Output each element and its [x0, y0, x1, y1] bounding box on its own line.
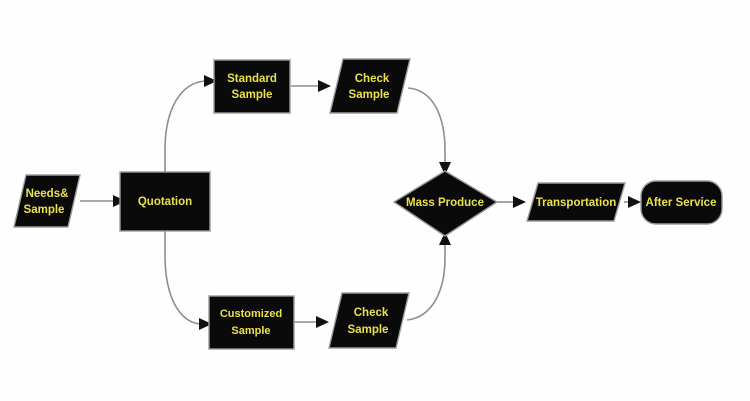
- check-sample-top-label-line2: Sample: [349, 89, 390, 101]
- customized-sample-label-line1: Customized: [220, 308, 282, 320]
- mass-produce-label: Mass Produce: [406, 197, 484, 209]
- edge-check-top-to-mass-produce: [407, 87, 451, 175]
- customized-sample-shape: [208, 295, 295, 350]
- transportation-label: Transportation: [536, 197, 617, 209]
- edge-transportation-to-after-service: [624, 196, 641, 208]
- edge-quotation-to-customized-sample: [164, 231, 212, 330]
- needs-sample-label-line1: Needs&: [26, 188, 69, 200]
- node-needs-sample[interactable]: Needs& Sample: [13, 174, 81, 228]
- node-customized-sample[interactable]: Customized Sample: [208, 295, 295, 350]
- edge-needs-to-quotation: [80, 195, 126, 207]
- node-quotation[interactable]: Quotation: [119, 171, 211, 232]
- check-sample-bottom-shape: [328, 292, 410, 349]
- node-check-sample-top[interactable]: Check Sample: [329, 58, 411, 114]
- needs-sample-label-line2: Sample: [24, 204, 65, 216]
- check-sample-bottom-label-line2: Sample: [348, 324, 389, 336]
- customized-sample-label-line2: Sample: [231, 325, 270, 337]
- check-sample-top-label-line1: Check: [355, 73, 390, 85]
- mass-produce-shape: [392, 170, 499, 237]
- node-check-sample-bottom[interactable]: Check Sample: [328, 292, 410, 349]
- node-mass-produce[interactable]: Mass Produce: [392, 170, 499, 237]
- node-after-service[interactable]: After Service: [640, 180, 723, 225]
- transportation-shape: [526, 182, 626, 222]
- needs-sample-shape: [13, 174, 81, 228]
- standard-sample-label-line2: Sample: [232, 89, 273, 101]
- edge-standard-to-check-top: [291, 80, 331, 92]
- quotation-label: Quotation: [138, 196, 192, 208]
- after-service-shape: [640, 180, 723, 225]
- edge-customized-to-check-bottom: [294, 316, 329, 328]
- standard-sample-shape: [213, 59, 291, 114]
- standard-sample-label-line1: Standard: [227, 73, 277, 85]
- after-service-label: After Service: [646, 197, 717, 209]
- check-sample-bottom-label-line1: Check: [354, 307, 389, 319]
- edge-quotation-to-standard-sample: [164, 75, 217, 172]
- node-transportation[interactable]: Transportation: [526, 182, 626, 222]
- node-standard-sample[interactable]: Standard Sample: [213, 59, 291, 114]
- edge-mass-produce-to-transportation: [497, 196, 526, 208]
- edge-check-bottom-to-mass-produce: [406, 232, 451, 321]
- quotation-shape: [119, 171, 211, 232]
- check-sample-top-shape: [329, 58, 411, 114]
